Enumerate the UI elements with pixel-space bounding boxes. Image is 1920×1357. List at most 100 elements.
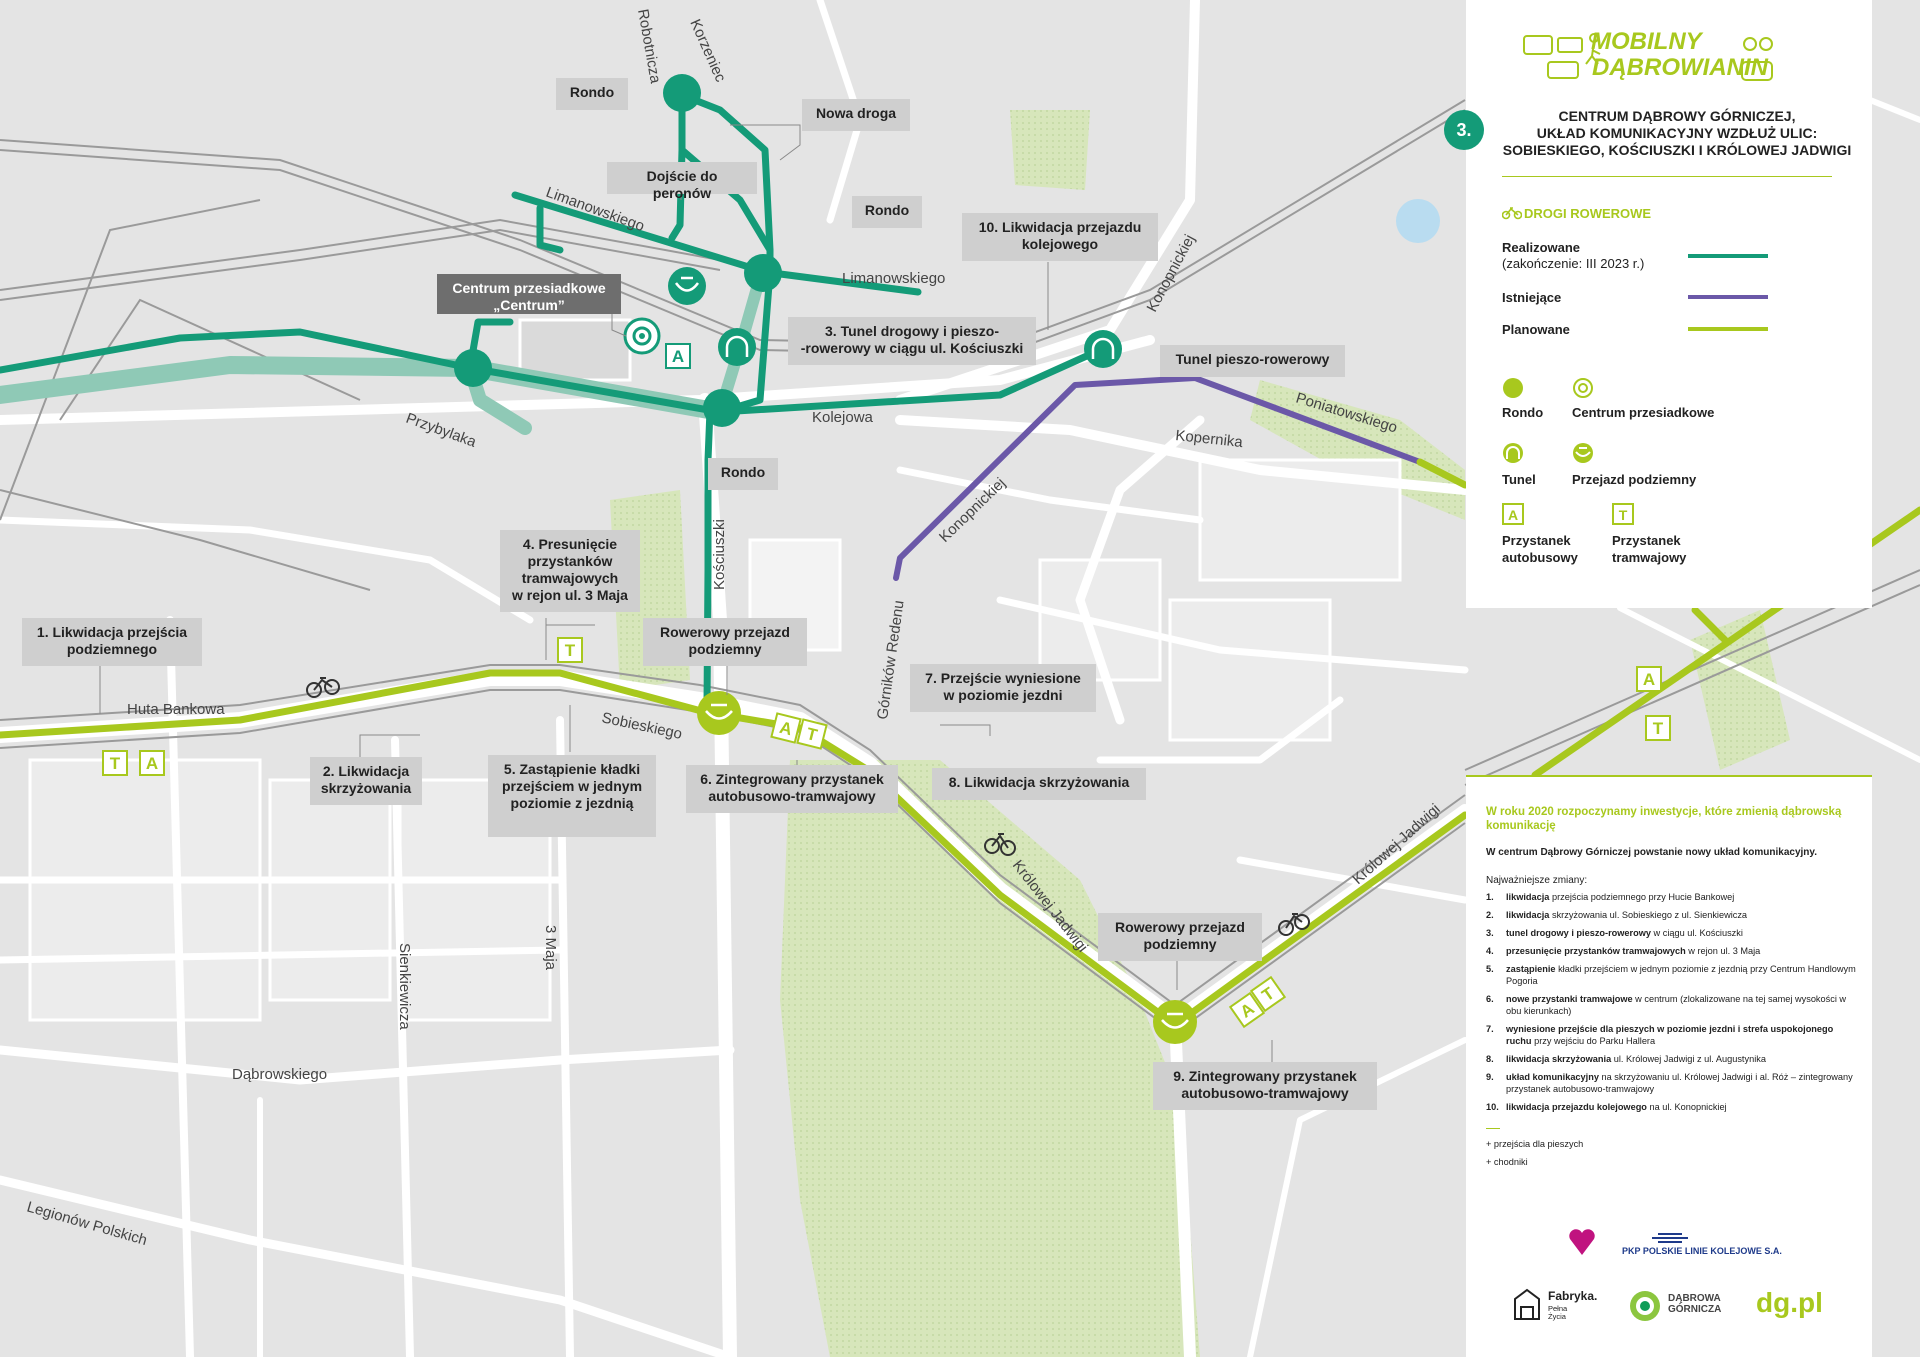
callout-likwidacja-8: 8. Likwidacja skrzyżowania: [932, 768, 1146, 800]
street-label-dabrowskiego: Dąbrowskiego: [232, 1066, 327, 1083]
callout-rondo-kosciuszki: Rondo: [708, 458, 778, 490]
tram-stop-krolowej: T: [1249, 975, 1287, 1013]
callout-likwidacja-10: 10. Likwidacja przejazdu kolejowego: [962, 213, 1158, 261]
pkp-logo-icon: [1652, 1233, 1688, 1243]
bike-heading-icon: [1502, 207, 1522, 220]
list-item: 1.likwidacja przejścia podziemnego przy …: [1486, 892, 1735, 902]
legend-label-przejazd: Przejazd podziemny: [1572, 472, 1697, 487]
callout-zintegrowany-9: 9. Zintegrowany przystanek autobusowo-tr…: [1153, 1062, 1377, 1110]
list-item: 3.tunel drogowy i pieszo-rowerowy w ciąg…: [1486, 928, 1743, 938]
legend-title: CENTRUM DĄBROWY GÓRNICZEJ, UKŁAD KOMUNIK…: [1502, 108, 1852, 158]
callout-rondo-limanowskiego: Rondo: [852, 196, 922, 228]
callout-presuniecie-4: 4. Presunięcie przystanków tramwajowych …: [500, 530, 640, 612]
logo-pkp: PKP POLSKIE LINIE KOLEJOWE S.A.: [1622, 1246, 1782, 1256]
list-item: 7.wyniesione przejście dla pieszych w po…: [1486, 1024, 1834, 1046]
underpass-icon-krolowej: [1153, 1000, 1197, 1044]
tunnel-icon-konopnickiej: [1084, 330, 1122, 368]
tram-stop-east: T: [1645, 715, 1671, 741]
svg-text:T: T: [110, 754, 121, 773]
svg-text:T: T: [565, 641, 576, 660]
logo-fabryka-sub: Pełna Życia: [1548, 1304, 1568, 1321]
underpass-icon-peron: [668, 267, 706, 305]
legend-label-tram-stop: Przystanek tramwajowy: [1612, 533, 1687, 565]
legend-panel: MOBILNY DĄBROWIANIN 3. CENTRUM DĄBROWY G…: [1444, 0, 1872, 608]
tram-stop-3-maja: T: [557, 637, 583, 663]
bus-stop-krolowej: A: [1228, 991, 1266, 1029]
bus-stop-centrum: A: [665, 343, 691, 369]
list-item: 2.likwidacja skrzyżowania ul. Sobieskieg…: [1486, 910, 1748, 920]
info-heading: W roku 2020 rozpoczynamy inwestycje, któ…: [1486, 806, 1842, 832]
underpass-icon-sobieskiego: [697, 691, 741, 735]
bike-icon-krolowej-east: [1278, 913, 1310, 936]
street-label-kolejowa: Kolejowa: [812, 409, 874, 426]
roundabout-markers: [454, 74, 782, 427]
info-foot-rule: [1486, 1128, 1500, 1129]
tunnel-icon-kosciuszki: [718, 328, 756, 366]
tram-stop-huta: T: [102, 750, 128, 776]
roundabout-limanowskiego: [744, 254, 782, 292]
legend-label-tunel: Tunel: [1502, 472, 1536, 487]
roundabout-kosciuszki: [703, 389, 741, 427]
bus-stop-sobieskiego: A: [770, 712, 802, 744]
list-item: 9.układ komunikacyjny na skrzyżowaniu ul…: [1486, 1072, 1853, 1094]
callout-przejscie-7: 7. Przejście wyniesione w poziomie jezdn…: [910, 664, 1096, 712]
park-areas: [610, 110, 1790, 1357]
legend-label-centrum: Centrum przesiadkowe: [1572, 405, 1715, 420]
callout-zintegrowany-6: 6. Zintegrowany przystanek autobusowo-tr…: [686, 765, 898, 813]
info-lead: W centrum Dąbrowy Górniczej powstanie no…: [1486, 847, 1817, 858]
callout-rowerowy-przejazd-1: Rowerowy przejazd podziemny: [643, 618, 807, 666]
info-panel: W roku 2020 rozpoczynamy inwestycje, któ…: [1466, 775, 1872, 1357]
callout-dojscie-do-peronow: Dojście do peronów: [607, 162, 757, 201]
info-foot-chodniki: + chodniki: [1486, 1157, 1528, 1167]
street-label-huta-bankowa: Huta Bankowa: [127, 701, 225, 718]
callout-tunel-pieszo-rowerowy: Tunel pieszo-rowerowy: [1160, 345, 1345, 377]
list-item: 6.nowe przystanki tramwajowe w centrum (…: [1486, 994, 1847, 1016]
tunel-legend-icon: [1503, 443, 1523, 463]
info-foot-przejscia: + przejścia dla pieszych: [1486, 1139, 1584, 1149]
rondo-legend-icon: [1503, 378, 1523, 398]
pond: [1396, 199, 1440, 243]
changes-list: 1.likwidacja przejścia podziemnego przy …: [1486, 891, 1856, 1119]
dg-logo-icon: [1630, 1291, 1660, 1321]
street-label-sienkiewicza: Sienkiewicza: [396, 943, 413, 1030]
legend-line-istniejace: [1688, 295, 1768, 299]
svg-text:A: A: [146, 754, 158, 773]
logo-fabryka: Fabryka.: [1548, 1289, 1598, 1303]
roundabout-przybylaka: [454, 349, 492, 387]
legend-label-rondo: Rondo: [1502, 405, 1544, 420]
callout-tunel-3: 3. Tunel drogowy i pieszo- -rowerowy w c…: [788, 317, 1036, 365]
callout-nowa-droga: Nowa droga: [802, 99, 910, 131]
legend-divider: [1502, 176, 1832, 177]
list-item: 8.likwidacja skrzyżowania ul. Królowej J…: [1486, 1054, 1766, 1064]
svg-text:A: A: [1508, 507, 1518, 523]
section-number-badge: 3.: [1444, 110, 1484, 150]
bus-stop-legend-icon: A: [1502, 503, 1524, 525]
przejazd-legend-icon: [1573, 443, 1593, 463]
brand-dabrowianin: DĄBROWIANIN: [1592, 54, 1768, 81]
info-sub: Najważniejsze zmiany:: [1486, 875, 1588, 886]
legend-row-planowane: Planowane: [1502, 322, 1570, 337]
svg-text:A: A: [672, 347, 684, 366]
bus-stop-east: A: [1636, 666, 1662, 692]
tram-stop-legend-icon: T: [1612, 503, 1634, 525]
bus-stop-huta: A: [139, 750, 165, 776]
legend-line-realizowane: [1688, 254, 1768, 258]
info-panel-top-rule: [1466, 775, 1872, 777]
callout-likwidacja-2: 2. Likwidacja skrzyżowania: [310, 757, 422, 805]
callout-rondo-north: Rondo: [556, 78, 628, 110]
legend-bike-roads-heading: DROGI ROWEROWE: [1524, 206, 1652, 221]
list-item: 10.likwidacja przejazdu kolejowego na ul…: [1486, 1102, 1727, 1112]
bike-icon-huta: [306, 677, 340, 698]
logo-dg-pl: dg.pl: [1756, 1287, 1823, 1318]
brand-mobilny: MOBILNY: [1591, 28, 1702, 55]
roundabout-robotnicza: [663, 74, 701, 112]
svg-text:T: T: [1653, 719, 1664, 738]
callout-likwidacja-1: 1. Likwidacja przejścia podziemnego: [22, 618, 202, 666]
stop-markers: A T T A A T A T A T: [102, 343, 1671, 1029]
callout-centrum-przesiadkowe: Centrum przesiadkowe „Centrum”: [437, 274, 621, 314]
list-item: 4.przesunięcie przystanków tramwajowych …: [1486, 946, 1761, 956]
fabryka-logo-icon: [1514, 1288, 1540, 1320]
legend-line-planowane: [1688, 327, 1768, 331]
legend-row-realizowane: Realizowane(zakończenie: III 2023 r.): [1502, 240, 1645, 271]
centrum-legend-icon: [1573, 378, 1593, 398]
